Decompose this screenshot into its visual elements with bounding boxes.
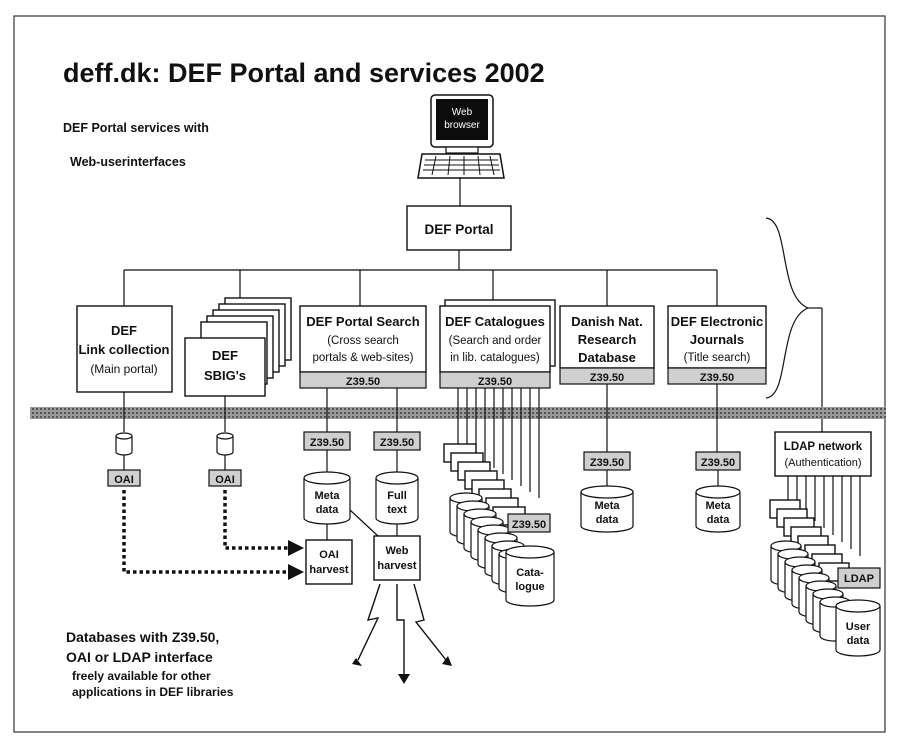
browser-label-1: Web <box>452 107 473 118</box>
catalogue-db <box>505 545 555 607</box>
research-db-line2: Research <box>578 332 637 347</box>
catalogue-z3950-box <box>507 513 551 533</box>
web-harvest-box <box>373 535 421 581</box>
research-db-z3950-lower: Z39.50 <box>590 457 624 469</box>
diagram-title: deff.dk: DEF Portal and services 2002 <box>63 58 545 88</box>
journals-meta-line2: data <box>707 514 731 526</box>
link-collection-line1: DEF <box>111 323 137 338</box>
meta-data-line2: data <box>316 504 340 516</box>
user-data-line2: data <box>847 635 871 647</box>
oai-label-1: OAI <box>114 474 134 486</box>
link-collection-line2: Link collection <box>78 342 169 357</box>
oai-box-2 <box>208 469 242 487</box>
full-text-line2: text <box>387 504 407 516</box>
footer-line4: applications in DEF libraries <box>72 685 234 699</box>
journals-box <box>667 305 767 369</box>
sbig-stack <box>184 297 292 397</box>
browser-label-2: browser <box>444 120 480 131</box>
oai-harvest-box <box>305 539 353 585</box>
journals-line1: DEF Electronic <box>671 314 763 329</box>
footer-line2: OAI or LDAP interface <box>66 649 213 665</box>
full-text-line1: Full <box>387 490 407 502</box>
search-z3950-2: Z39.50 <box>380 437 414 449</box>
catalogues-line1: DEF Catalogues <box>445 314 545 329</box>
footer-line3: freely available for other <box>72 669 211 683</box>
search-z3950-1: Z39.50 <box>310 437 344 449</box>
research-meta-line2: data <box>596 514 620 526</box>
research-db-line3: Database <box>578 350 636 365</box>
oai-harvest-path-1 <box>122 490 290 574</box>
portal-search-line2: (Cross search <box>327 335 399 347</box>
meta-data-db <box>303 471 351 525</box>
catalogue-z3950: Z39.50 <box>512 519 546 531</box>
research-meta-line1: Meta <box>594 500 620 512</box>
catalogues-z3950: Z39.50 <box>478 376 512 388</box>
ldap-drop-lines <box>787 476 861 556</box>
portal-search-box <box>299 305 427 373</box>
def-portal-label: DEF Portal <box>424 222 493 237</box>
ldap-db-stack <box>769 499 851 642</box>
journals-meta-data-db <box>695 485 741 533</box>
ldap-label: LDAP <box>844 573 874 585</box>
catalogue-line2: logue <box>515 581 544 593</box>
web-harvest-lightning <box>357 583 447 676</box>
oai-harvest-line2: harvest <box>309 564 348 576</box>
subtitle-line2: Web-userinterfaces <box>70 155 186 169</box>
oai-harvest-line1: OAI <box>319 549 339 561</box>
meta-data-line1: Meta <box>314 490 340 502</box>
catalogue-line1: Cata- <box>516 567 544 579</box>
catalogues-line3: in lib. catalogues) <box>450 352 540 364</box>
web-harvest-line2: harvest <box>377 560 416 572</box>
research-db-line1: Danish Nat. <box>571 314 643 329</box>
computer-icon: Web browser <box>417 94 505 179</box>
journals-line2: Journals <box>690 332 744 347</box>
portal-search-z3950: Z39.50 <box>346 376 380 388</box>
journals-z3950-lower: Z39.50 <box>701 457 735 469</box>
portal-search-z3950-bar <box>299 371 427 389</box>
ldap-network-line1: LDAP network <box>784 441 863 453</box>
catalogues-z3950-bar <box>439 371 551 389</box>
research-meta-data-db <box>580 485 634 533</box>
user-data-line1: User <box>846 621 871 633</box>
subtitle-line1: DEF Portal services with <box>63 121 209 135</box>
oai-db-cylinders <box>115 432 234 456</box>
link-collection-line3: (Main portal) <box>90 362 157 376</box>
sbigs-line1: DEF <box>212 348 238 363</box>
portal-search-line1: DEF Portal Search <box>306 314 419 329</box>
oai-box-1 <box>107 469 141 487</box>
portal-search-line3: portals & web-sites) <box>313 352 414 364</box>
journals-z3950: Z39.50 <box>700 372 734 384</box>
catalogues-box <box>439 305 551 373</box>
ldap-network-line2: (Authentication) <box>784 457 861 469</box>
sbigs-line2: SBIG's <box>204 368 246 383</box>
full-text-db <box>375 471 419 525</box>
user-data-db <box>835 599 881 657</box>
journals-line3: (Title search) <box>684 352 751 364</box>
journals-meta-line1: Meta <box>705 500 731 512</box>
ldap-network-box <box>774 431 872 477</box>
research-db-z3950: Z39.50 <box>590 372 624 384</box>
oai-label-2: OAI <box>215 474 235 486</box>
research-db-box <box>559 305 655 369</box>
def-portal-box <box>406 205 512 251</box>
ldap-box <box>837 567 881 589</box>
catalogue-drop-lines <box>457 388 540 498</box>
web-harvest-line1: Web <box>385 545 408 557</box>
catalogues-line2: (Search and order <box>449 335 542 347</box>
footer-line1: Databases with Z39.50, <box>66 629 219 645</box>
